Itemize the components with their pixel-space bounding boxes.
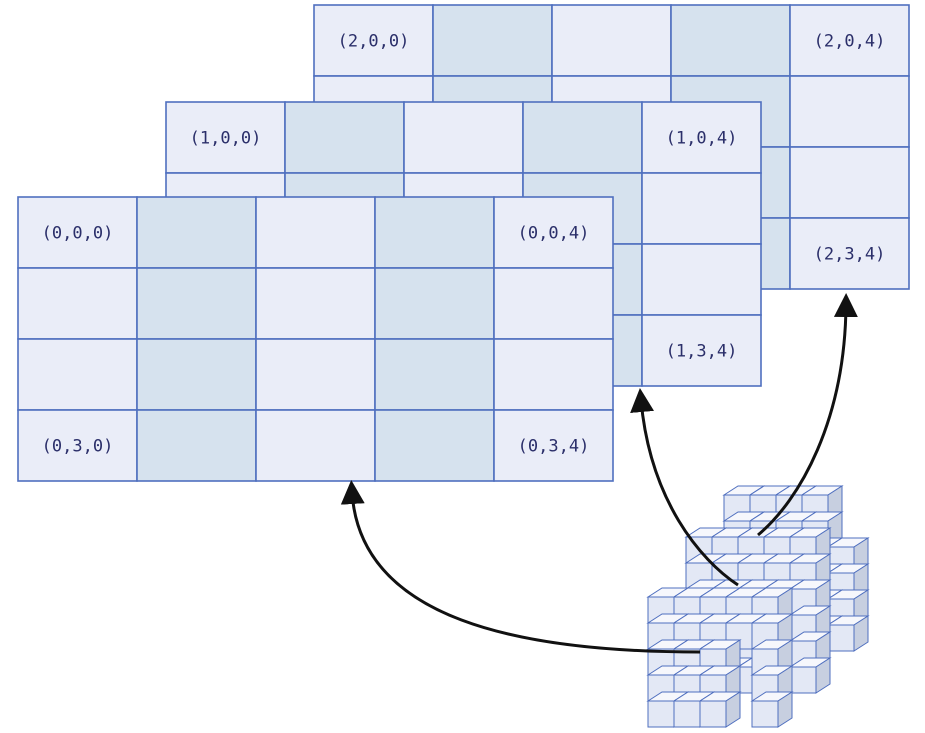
array-cell [17,267,138,340]
cell-index-label: (1,3,4) [666,342,738,362]
array-cell [551,4,672,77]
array-cell [789,217,910,290]
arrow-to-layer-1 [630,388,739,587]
voxel [750,691,794,728]
cell-index-label: (1,0,0) [190,129,262,149]
cell-index-label: (0,0,4) [518,224,590,244]
array-cell [670,4,791,77]
cell-index-label: (0,0,0) [42,224,114,244]
array-cell [641,243,762,316]
array-cell [432,4,553,77]
cell-index-label: (2,0,0) [338,32,410,52]
voxel [698,691,742,728]
array-cell [374,196,495,269]
array-cell [641,172,762,245]
voxel [788,657,832,694]
array-cell [255,267,376,340]
array-cell [255,196,376,269]
array-cell [255,338,376,411]
cell-index-label: (0,3,4) [518,437,590,457]
cell-index-label: (2,3,4) [814,245,886,265]
array-cell [522,101,643,174]
voxel [826,615,870,652]
array-cell [374,409,495,482]
cell-index-label: (1,0,4) [666,129,738,149]
array-cell [17,338,138,411]
cell-index-label: (2,0,4) [814,32,886,52]
arrow-to-layer-0 [340,480,701,654]
array-cell [136,196,257,269]
array-cell [374,267,495,340]
array-cell [493,196,614,269]
array-cell [255,409,376,482]
array-cell [641,314,762,387]
array-cell [136,267,257,340]
array-cell [493,267,614,340]
arrow-to-layer-2 [757,293,858,537]
array-cell [374,338,495,411]
cell-index-label: (0,3,0) [42,437,114,457]
array-cell [493,409,614,482]
array-cell [136,338,257,411]
array-cell [313,4,434,77]
array-cell [789,146,910,219]
array-cell [403,101,524,174]
array-cell [165,101,286,174]
array-cell [789,75,910,148]
array-layer-0: (0,0,0) (0,0,4) (0,3,0) (0,3,4) [17,196,614,482]
array-cell [493,338,614,411]
array-cell [136,409,257,482]
array-cell [284,101,405,174]
array-cell [641,101,762,174]
mapping-arrows [340,293,858,654]
3d-voxel-array-icon [646,485,870,728]
